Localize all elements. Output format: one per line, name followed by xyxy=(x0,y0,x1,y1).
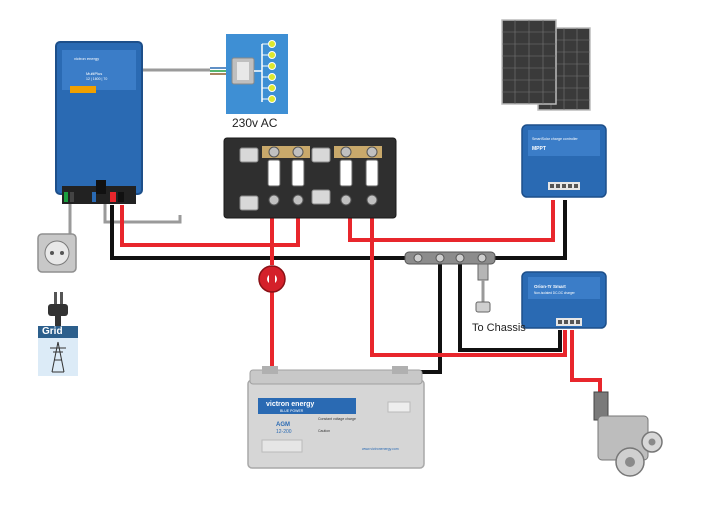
orion-dc-dc-charger[interactable]: Orion-Tr Smart Non-isolated DC-DC charge… xyxy=(521,271,607,329)
chassis-negative-wire xyxy=(458,262,562,352)
alternator[interactable] xyxy=(593,391,663,477)
chassis-lug xyxy=(477,263,489,281)
battery-brand-banner xyxy=(258,398,356,414)
orion-model: Orion-Tr Smart xyxy=(534,284,566,289)
battery-note-caution: Caution xyxy=(318,429,330,433)
inverter-brand: victron energy xyxy=(74,56,99,61)
inverter-positive-wire xyxy=(120,205,300,247)
agm-battery[interactable]: victron energy BLUE POWER AGM 12-200 Con… xyxy=(247,366,425,469)
busbar-fuses xyxy=(267,159,379,187)
battery-warning-icons xyxy=(261,439,303,453)
ac-input-wire xyxy=(103,200,182,224)
positive-wires xyxy=(120,200,602,395)
solar-panel-front xyxy=(501,19,557,105)
battery-url: www.victronenergy.com xyxy=(362,447,399,451)
battery-type: AGM xyxy=(276,422,290,428)
battery-brand: victron energy xyxy=(266,401,314,408)
battery-negative-terminal xyxy=(392,366,408,374)
negative-wires xyxy=(110,200,567,374)
inverter-negative-wire xyxy=(110,205,410,260)
orion-subtitle: Non-isolated DC-DC charger xyxy=(534,291,576,295)
inverter-display xyxy=(70,86,96,93)
pylon-icon xyxy=(50,341,66,373)
ac-distribution-box[interactable] xyxy=(210,34,288,114)
multiplus-inverter[interactable]: victron energy MultiPlus 12 | 1600 | 70 xyxy=(55,41,143,204)
mppt-negative-wire xyxy=(490,200,567,260)
mppt-brand: SmartSolar charge controller xyxy=(532,137,579,141)
shore-power-inlet[interactable] xyxy=(37,233,77,273)
lynx-distributor[interactable] xyxy=(223,137,397,219)
inverter-model: MultiPlus xyxy=(86,71,102,76)
negative-busbar[interactable] xyxy=(404,251,496,313)
inverter-switch-icon[interactable] xyxy=(96,180,106,194)
grid-label: Grid xyxy=(42,326,63,337)
battery-note-charge: Constant voltage charge xyxy=(318,417,356,421)
to-chassis-label: To Chassis xyxy=(472,322,526,334)
mppt-charge-controller[interactable]: SmartSolar charge controller MPPT xyxy=(521,124,607,198)
battery-subtitle: BLUE POWER xyxy=(280,409,304,413)
orion-output-wire xyxy=(570,330,602,395)
orion-input-wire xyxy=(370,215,567,357)
chassis-bolt xyxy=(475,301,491,313)
battery-cert-icon xyxy=(387,401,411,413)
battery-positive-terminal xyxy=(262,366,278,374)
battery-switch[interactable] xyxy=(258,265,286,293)
inverter-spec: 12 | 1600 | 70 xyxy=(86,77,107,81)
mppt-model: MPPT xyxy=(532,146,546,152)
ac-distribution-label: 230v AC xyxy=(232,116,278,130)
battery-rating: 12-200 xyxy=(276,429,292,435)
grid-plug-icon xyxy=(48,292,68,326)
solar-panels[interactable] xyxy=(501,19,591,111)
mppt-positive-wire xyxy=(348,200,555,242)
grid-panel xyxy=(38,326,78,376)
